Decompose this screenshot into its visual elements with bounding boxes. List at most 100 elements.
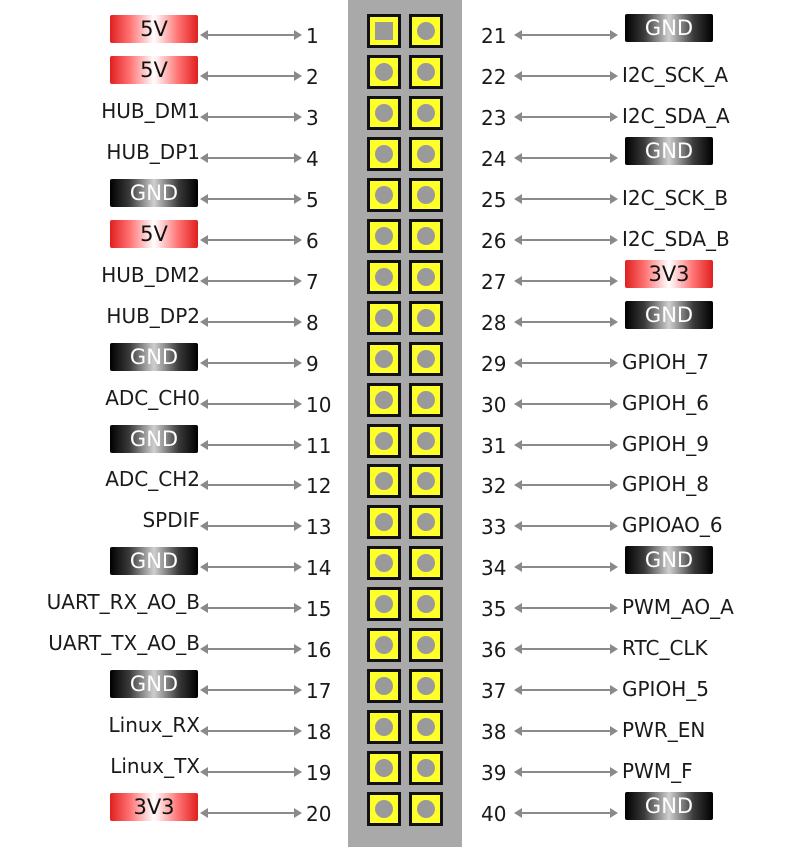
pin-pad <box>367 505 401 540</box>
round-hole-icon <box>375 62 393 81</box>
pin-pad <box>409 136 443 171</box>
round-hole-icon <box>417 431 435 450</box>
pin-pad <box>367 464 401 499</box>
pad <box>370 57 398 86</box>
round-hole-icon <box>375 349 393 368</box>
round-hole-icon <box>417 472 435 491</box>
double-arrow-icon <box>200 439 302 450</box>
pin-number: 2 <box>306 64 319 89</box>
pin-pad <box>409 751 443 786</box>
pad <box>412 631 440 660</box>
pin-pad <box>409 505 443 540</box>
pin-number: 35 <box>481 597 507 622</box>
pin-pad <box>367 792 401 827</box>
pin-number: 5 <box>306 187 319 212</box>
double-arrow-icon <box>200 111 302 122</box>
pin-pad <box>409 710 443 745</box>
pin-pad <box>409 628 443 663</box>
pin-number: 38 <box>481 720 507 745</box>
pin-pad <box>367 587 401 622</box>
pad <box>412 17 440 45</box>
double-arrow-icon <box>200 644 302 655</box>
pin-label: I2C_SDA_B <box>622 226 730 251</box>
round-hole-icon <box>417 62 435 81</box>
round-hole-icon <box>417 513 435 532</box>
round-hole-icon <box>375 759 393 778</box>
pin-pad <box>367 54 401 89</box>
pin-label: HUB_DM2 <box>101 262 200 287</box>
double-arrow-icon <box>514 562 618 573</box>
double-arrow-icon <box>514 603 618 614</box>
double-arrow-icon <box>200 562 302 573</box>
round-hole-icon <box>375 308 393 327</box>
round-hole-icon <box>417 185 435 204</box>
double-arrow-icon <box>514 685 618 696</box>
round-hole-icon <box>375 595 393 614</box>
pad <box>412 795 440 824</box>
round-hole-icon <box>417 103 435 122</box>
pin-label: ADC_CH2 <box>105 467 200 492</box>
double-arrow-icon <box>514 767 618 778</box>
pad <box>412 590 440 619</box>
round-hole-icon <box>375 636 393 655</box>
double-arrow-icon <box>200 30 302 40</box>
pin-pad <box>367 14 401 48</box>
ground-badge: GND <box>110 178 198 207</box>
pin-number: 21 <box>481 24 507 48</box>
pin-number: 31 <box>481 433 507 458</box>
pin-label: GPIOH_7 <box>622 349 709 374</box>
ground-badge: GND <box>625 14 713 42</box>
pin-number: 29 <box>481 351 507 376</box>
pad <box>370 549 398 578</box>
pin-label: GPIOH_6 <box>622 390 709 415</box>
pin-pad <box>409 587 443 622</box>
pin-number: 39 <box>481 761 507 786</box>
round-hole-icon <box>417 22 435 40</box>
pad <box>412 549 440 578</box>
pin-label: HUB_DM1 <box>101 98 200 123</box>
pad <box>412 180 440 209</box>
round-hole-icon <box>375 226 393 245</box>
round-hole-icon <box>417 226 435 245</box>
pin-number: 10 <box>306 392 332 417</box>
pin-pad <box>409 54 443 89</box>
pad <box>370 180 398 209</box>
pin-pad <box>409 341 443 376</box>
ground-badge: GND <box>625 546 713 575</box>
pin-number: 15 <box>306 597 332 622</box>
power-badge: 3V3 <box>110 793 198 822</box>
round-hole-icon <box>417 800 435 819</box>
pin-number: 32 <box>481 474 507 499</box>
pin-number: 4 <box>306 146 319 171</box>
double-arrow-icon <box>200 152 302 163</box>
pad <box>370 303 398 332</box>
double-arrow-icon <box>200 685 302 696</box>
pad <box>370 385 398 414</box>
pin-number: 33 <box>481 515 507 540</box>
ground-badge: GND <box>625 136 713 165</box>
round-hole-icon <box>375 185 393 204</box>
double-arrow-icon <box>200 767 302 778</box>
pin-number: 3 <box>306 105 319 130</box>
pin-label: PWM_AO_A <box>622 595 734 620</box>
pin-label: GPIOH_5 <box>622 677 709 702</box>
ground-badge: GND <box>110 547 198 576</box>
pad <box>412 303 440 332</box>
pin-label: HUB_DP2 <box>106 303 200 328</box>
power-badge: 5V <box>110 219 198 248</box>
round-hole-icon <box>375 103 393 122</box>
pin-number: 13 <box>306 515 332 540</box>
pin-label: GPIOH_9 <box>622 431 709 456</box>
pad <box>370 508 398 537</box>
pad <box>370 426 398 455</box>
pin-pad <box>409 177 443 212</box>
